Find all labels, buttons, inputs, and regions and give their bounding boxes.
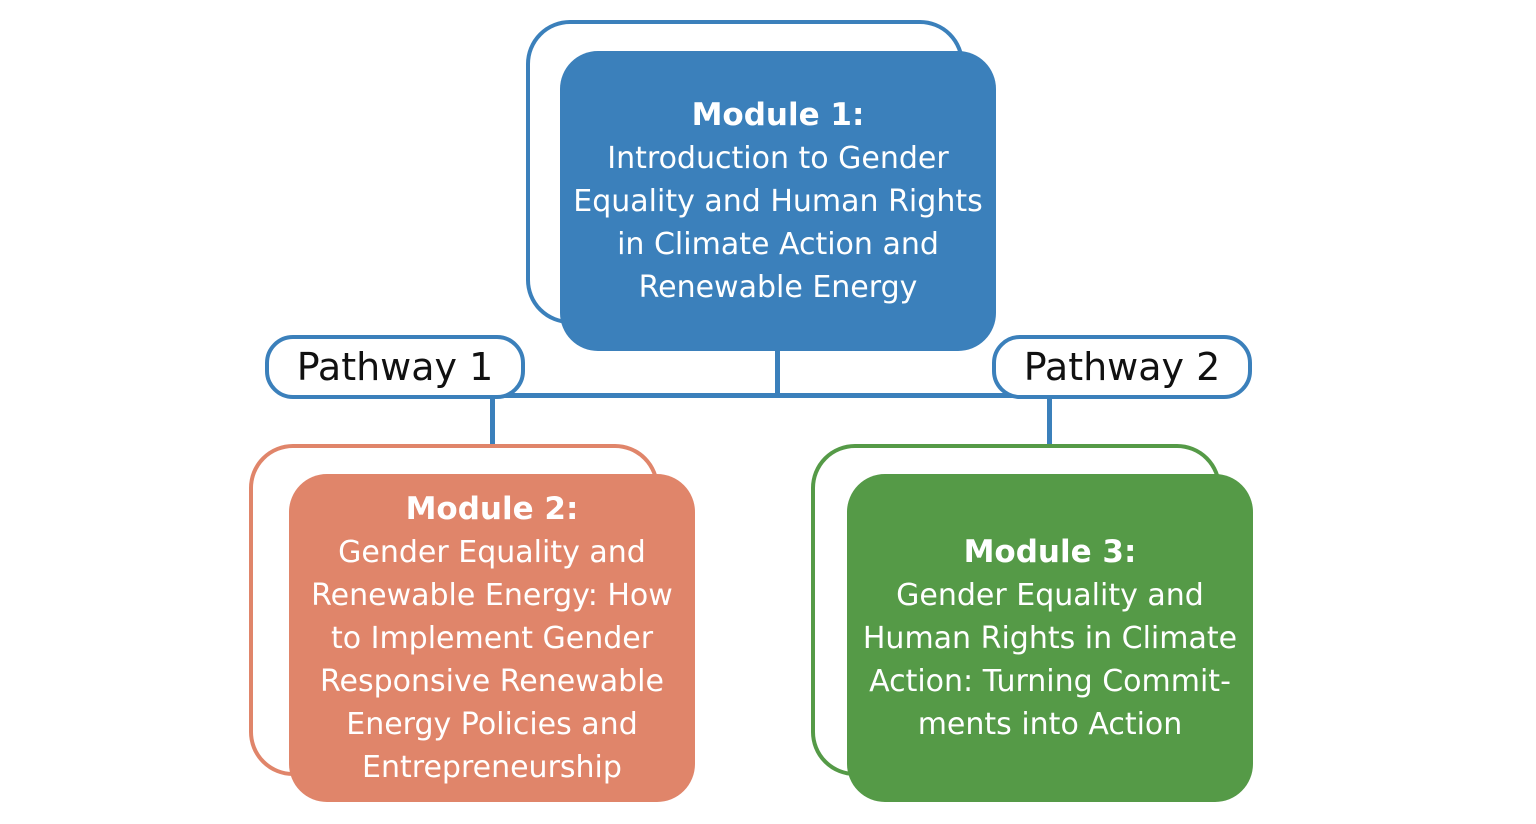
module2-line: Renewable Energy: How [311,578,673,613]
module3-title: Module 3: [963,534,1137,570]
module2-line: Entrepreneurship [362,750,622,785]
module3-line: ments into Action [917,707,1183,742]
module1-line: Renewable Energy [638,270,918,305]
pathway-2-text: Pathway 2 [1023,345,1221,389]
module3-line: Action: Turning Commit- [869,664,1231,699]
module2-line: Energy Policies and [346,707,638,742]
module1-line: Equality and Human Rights [573,184,983,219]
module2-card: Module 2: Gender Equality and Renewable … [289,474,695,802]
module1-card: Module 1: Introduction to Gender Equalit… [560,51,996,351]
module3-line: Human Rights in Climate [862,621,1238,656]
module2-line: Gender Equality and [338,535,646,570]
connector-horizontal [490,393,1052,398]
module1-line: Introduction to Gender [607,141,949,176]
module1-line: in Climate Action and [617,227,939,262]
connector-pathway2-down [1047,396,1052,448]
pathway-1-text: Pathway 1 [296,345,494,389]
connector-module1-down [775,345,780,398]
module3-line: Gender Equality and [896,578,1204,613]
pathway-2-label: Pathway 2 [992,335,1252,399]
module2-line: Responsive Renewable [320,664,664,699]
connector-pathway1-down [490,396,495,448]
module2-title: Module 2: [405,491,579,527]
pathway-1-label: Pathway 1 [265,335,525,399]
module3-card: Module 3: Gender Equality and Human Righ… [847,474,1253,802]
module2-line: to Implement Gender [330,621,654,656]
module1-title: Module 1: [691,97,865,133]
